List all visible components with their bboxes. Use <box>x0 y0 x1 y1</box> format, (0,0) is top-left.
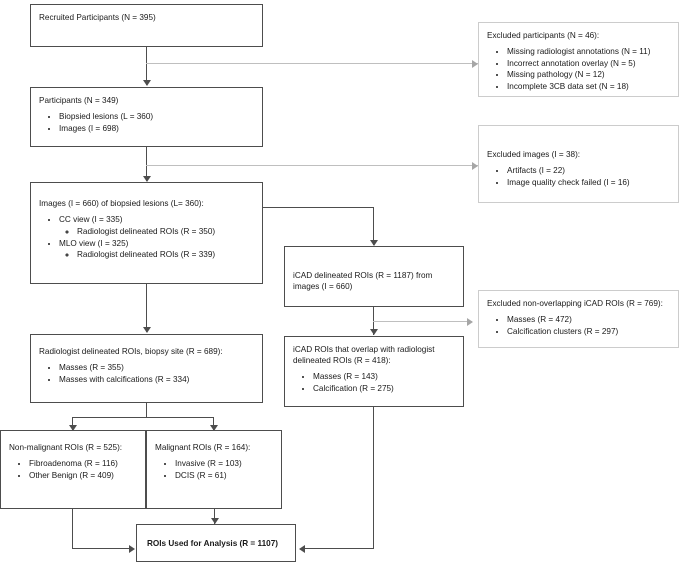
node-recruited-participants-title: Recruited Participants (N = 395) <box>39 13 156 22</box>
node-excluded-participants-list: Missing radiologist annotations (N = 11)… <box>487 46 670 92</box>
node-recruited-participants[interactable]: Recruited Participants (N = 395) <box>30 4 263 47</box>
connector-icadoverlap-to-final-v <box>373 407 375 549</box>
list-item: Masses (R = 143) <box>313 371 455 383</box>
node-radiologist-rois-list: Masses (R = 355) Masses with calcificati… <box>39 362 254 385</box>
connector-split-right <box>213 417 215 430</box>
connector-to-excluded-icad <box>373 321 472 323</box>
list-item: CC view (I = 335) Radiologist delineated… <box>59 214 254 238</box>
node-final-title: ROIs Used for Analysis (R = 1107) <box>147 538 278 548</box>
connector-split-left <box>72 417 74 430</box>
arrowhead-non-malignant <box>69 425 77 431</box>
node-icad-overlap-list: Masses (R = 143) Calcification (R = 275) <box>293 371 455 394</box>
node-icad-delineated-rois[interactable]: iCAD delineated ROIs (R = 1187) from ima… <box>284 246 464 307</box>
node-images-biopsied-lesions[interactable]: Images (I = 660) of biopsied lesions (L=… <box>30 182 263 284</box>
node-participants-list: Biopsied lesions (L = 360) Images (I = 6… <box>39 111 254 134</box>
arrowhead-excluded-images <box>472 161 478 170</box>
node-participants-title: Participants (N = 349) <box>39 96 119 105</box>
list-item: Artifacts (I = 22) <box>507 165 670 177</box>
node-participants[interactable]: Participants (N = 349) Biopsied lesions … <box>30 87 263 147</box>
connector-radrois-split <box>72 417 214 419</box>
list-item: Images (I = 698) <box>59 123 254 135</box>
list-item: Masses with calcifications (R = 334) <box>59 374 254 386</box>
connector-to-excluded-images <box>146 165 478 167</box>
node-excluded-icad-title: Excluded non-overlapping iCAD ROIs (R = … <box>487 299 663 308</box>
node-radiologist-delineated-rois[interactable]: Radiologist delineated ROIs, biopsy site… <box>30 334 263 403</box>
node-non-malignant-list: Fibroadenoma (R = 116) Other Benign (R =… <box>9 458 137 481</box>
sub-list-item: Radiologist delineated ROIs (R = 339) <box>77 249 254 261</box>
node-excluded-icad-rois[interactable]: Excluded non-overlapping iCAD ROIs (R = … <box>478 290 679 348</box>
arrowhead-malignant <box>210 425 218 431</box>
arrowhead-icad-delineated <box>369 240 378 246</box>
node-non-malignant-rois[interactable]: Non-malignant ROIs (R = 525): Fibroadeno… <box>0 430 146 509</box>
list-item: Image quality check failed (I = 16) <box>507 177 670 189</box>
connector-nonmalignant-to-final-h <box>72 548 132 550</box>
list-item-label: MLO view (I = 325) <box>59 238 129 248</box>
connector-recruited-to-participants <box>146 47 148 85</box>
node-final-rois-used[interactable]: ROIs Used for Analysis (R = 1107) <box>136 524 296 562</box>
list-item-label: CC view (I = 335) <box>59 215 123 224</box>
node-icad-overlap-rois[interactable]: iCAD ROIs that overlap with radiologist … <box>284 336 464 407</box>
list-item: Missing pathology (N = 12) <box>507 69 670 81</box>
node-non-malignant-title: Non-malignant ROIs (R = 525): <box>9 443 123 452</box>
connector-images-to-icad-v <box>373 207 375 245</box>
list-item: Calcification clusters (R = 297) <box>507 326 670 338</box>
node-icad-overlap-title: iCAD ROIs that overlap with radiologist … <box>293 345 435 365</box>
connector-malignant-to-final <box>214 509 216 525</box>
list-item: Missing radiologist annotations (N = 11) <box>507 46 670 58</box>
arrowhead-final-left <box>129 545 135 553</box>
node-excluded-icad-list: Masses (R = 472) Calcification clusters … <box>487 314 670 337</box>
node-final-row: ROIs Used for Analysis (R = 1107) <box>147 525 285 561</box>
connector-radrois-stem <box>146 403 148 418</box>
list-item: DCIS (R = 61) <box>175 470 273 482</box>
list-item: Masses (R = 472) <box>507 314 670 326</box>
node-malignant-rois[interactable]: Malignant ROIs (R = 164): Invasive (R = … <box>146 430 282 509</box>
list-item: Other Benign (R = 409) <box>29 470 137 482</box>
connector-to-excluded-participants <box>146 63 478 65</box>
connector-participants-to-images <box>146 147 148 181</box>
arrowhead-excluded-participants <box>472 59 478 68</box>
list-item: Invasive (R = 103) <box>175 458 273 470</box>
list-item: Biopsied lesions (L = 360) <box>59 111 254 123</box>
node-excluded-images[interactable]: Excluded images (I = 38): Artifacts (I =… <box>478 125 679 203</box>
list-item: Incorrect annotation overlay (N = 5) <box>507 58 670 70</box>
list-item: Calcification (R = 275) <box>313 383 455 395</box>
arrowhead-icad-overlap <box>369 329 378 335</box>
arrowhead-participants <box>142 80 151 86</box>
list-item: Fibroadenoma (R = 116) <box>29 458 137 470</box>
connector-images-to-icad-h <box>262 207 374 209</box>
node-excluded-participants-title: Excluded participants (N = 46): <box>487 31 600 40</box>
connector-nonmalignant-to-final-v <box>72 509 74 549</box>
node-images-biopsied-title: Images (I = 660) of biopsied lesions (L=… <box>39 199 204 208</box>
node-malignant-list: Invasive (R = 103) DCIS (R = 61) <box>155 458 273 481</box>
sub-list: Radiologist delineated ROIs (R = 339) <box>59 249 254 261</box>
node-icad-delineated-title: iCAD delineated ROIs (R = 1187) from ima… <box>293 271 433 291</box>
arrowhead-excluded-icad <box>467 317 473 326</box>
connector-icadoverlap-to-final-h <box>305 548 374 550</box>
arrowhead-images <box>142 176 151 182</box>
node-malignant-title: Malignant ROIs (R = 164): <box>155 443 251 452</box>
sub-list: Radiologist delineated ROIs (R = 350) <box>59 226 254 238</box>
node-excluded-images-list: Artifacts (I = 22) Image quality check f… <box>487 165 670 188</box>
arrowhead-final-right <box>299 545 305 553</box>
arrowhead-final-top <box>210 518 219 524</box>
list-item: Masses (R = 355) <box>59 362 254 374</box>
connector-images-to-radiologist-rois <box>146 284 148 332</box>
arrowhead-radiologist-rois <box>142 327 151 333</box>
list-item: Incomplete 3CB data set (N = 18) <box>507 81 670 93</box>
sub-list-item: Radiologist delineated ROIs (R = 350) <box>77 226 254 238</box>
node-excluded-participants[interactable]: Excluded participants (N = 46): Missing … <box>478 22 679 97</box>
node-excluded-images-title: Excluded images (I = 38): <box>487 150 581 159</box>
node-images-biopsied-list: CC view (I = 335) Radiologist delineated… <box>39 214 254 261</box>
list-item: MLO view (I = 325) Radiologist delineate… <box>59 238 254 262</box>
node-radiologist-rois-title: Radiologist delineated ROIs, biopsy site… <box>39 347 223 356</box>
